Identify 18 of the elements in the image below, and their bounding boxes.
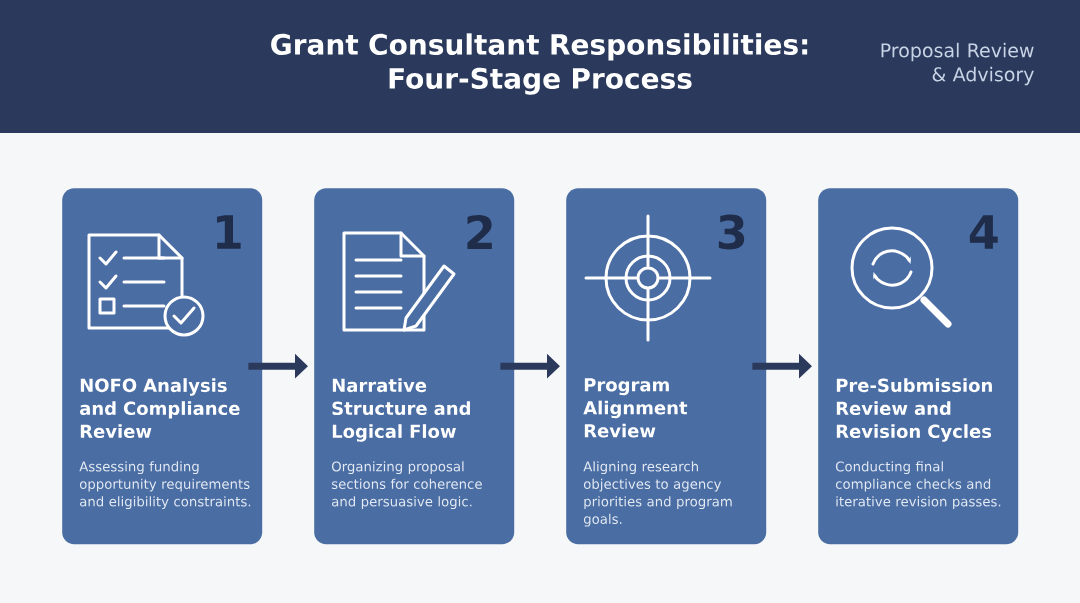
- card-description: Assessing funding opportunity requirements and eligibility constraints.: [79, 461, 251, 510]
- step-number: 4: [969, 215, 998, 249]
- step-number: 2: [467, 214, 492, 250]
- subtitle: Proposal Review & Advisory: [881, 42, 1034, 86]
- card-title: Program Alignment Review: [583, 378, 688, 438]
- process-card: [314, 188, 515, 545]
- card-description: Organizing proposal sections for coherence and persuasive logic.: [331, 461, 482, 510]
- process-card: [62, 188, 263, 545]
- step-number: 3: [718, 214, 745, 250]
- process-card: [566, 188, 767, 545]
- card-title: Narrative Structure and Logical Flow: [332, 378, 470, 442]
- card-description: Conducting final compliance checks and iterative revision passes.: [835, 461, 1001, 510]
- card-title: NOFO Analysis and Compliance Review: [79, 378, 240, 439]
- card-description: Aligning research objectives to agency priorities and program goals.: [583, 461, 732, 527]
- process-card: [818, 188, 1019, 545]
- title: Grant Consultant Responsibilities: Four-Stage Process: [271, 33, 808, 95]
- card-title: Pre-Submission Review and Revision Cycles: [836, 378, 992, 442]
- step-number: 1: [217, 215, 241, 249]
